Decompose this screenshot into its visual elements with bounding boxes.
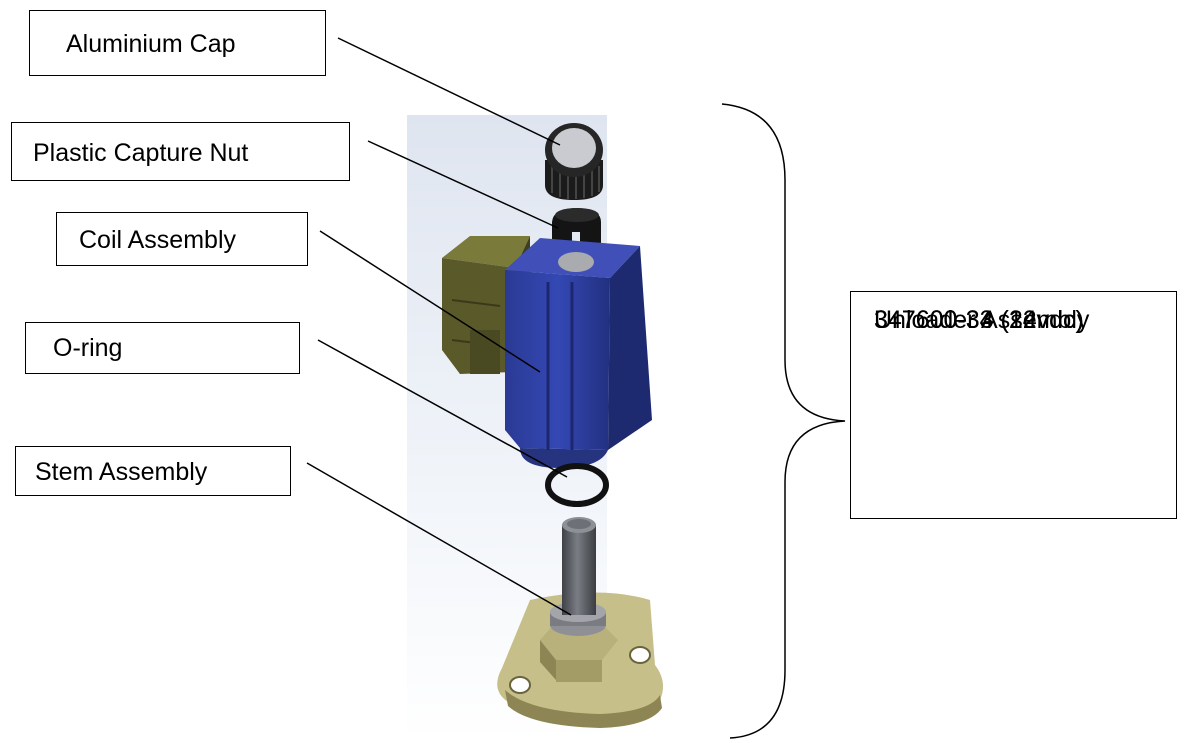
plastic-capture-nut-label: Plastic Capture Nut [11, 122, 350, 181]
aluminium-cap-text: Aluminium Cap [66, 30, 236, 58]
stem-assembly-label: Stem Assembly [15, 446, 291, 496]
leader-coil-assembly [319, 230, 541, 373]
coil-body-part [505, 238, 652, 468]
plastic-capture-nut-text: Plastic Capture Nut [33, 139, 249, 167]
unloader-title: Unloader Assembly [874, 306, 1090, 334]
stem-assembly-part [497, 517, 664, 728]
leader-plastic-capture-nut [367, 140, 559, 229]
unloader-part-12v: 347600-33 (12vdc) [874, 306, 1084, 334]
o-ring-label: O-ring [25, 322, 300, 374]
o-ring-part [545, 463, 609, 507]
leader-stem-assembly [306, 462, 572, 616]
unloader-brace [721, 103, 846, 739]
o-ring-text: O-ring [53, 334, 123, 362]
unloader-part-24v: 347600-34 (24vdc) [874, 306, 1084, 334]
unloader-assembly-box: Unloader Assembly 347600-33 (12vdc) 3476… [850, 291, 1177, 519]
stem-assembly-text: Stem Assembly [35, 458, 208, 486]
leader-aluminium-cap [337, 37, 561, 146]
leader-o-ring [317, 339, 568, 478]
aluminium-cap-label: Aluminium Cap [29, 10, 326, 76]
coil-assembly-label: Coil Assembly [56, 212, 308, 266]
coil-assembly-text: Coil Assembly [79, 226, 236, 254]
aluminium-cap-part [545, 123, 603, 200]
